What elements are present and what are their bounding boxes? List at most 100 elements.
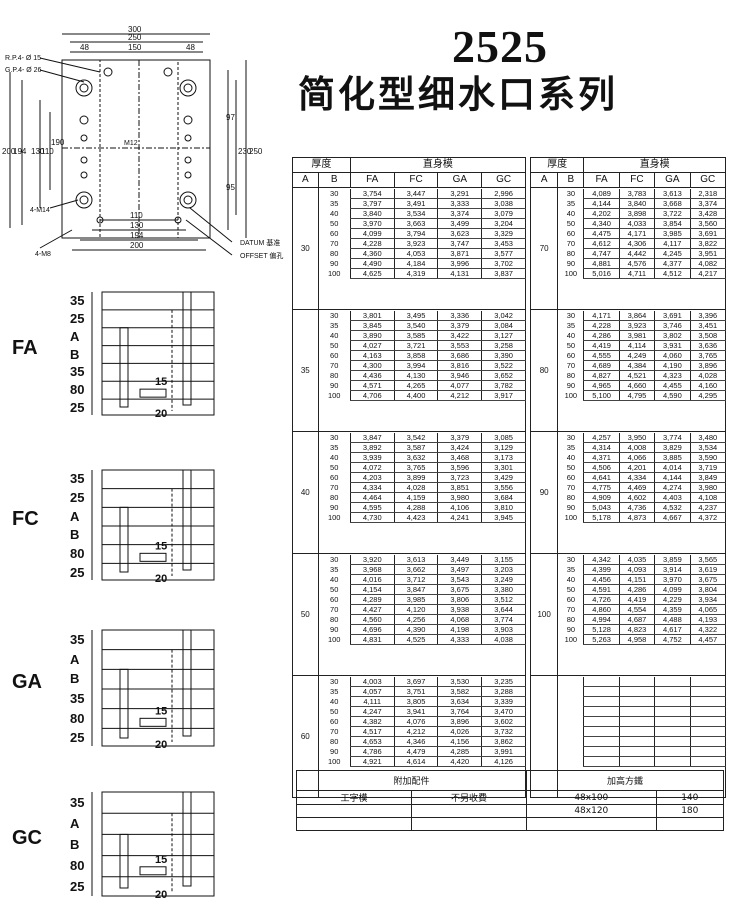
thickness-b: 70 bbox=[557, 360, 584, 371]
price-cell: 4,286 bbox=[583, 330, 620, 341]
price-cell: 4,555 bbox=[583, 350, 620, 361]
mold-dim-label: B bbox=[70, 837, 80, 852]
price-cell: 3,499 bbox=[437, 218, 482, 229]
price-cell: 3,896 bbox=[437, 716, 482, 727]
price-cell: 4,602 bbox=[618, 492, 655, 503]
price-cell: 4,198 bbox=[437, 624, 482, 635]
thickness-b: 80 bbox=[557, 248, 584, 259]
price-cell: 3,582 bbox=[437, 686, 482, 697]
price-cell: 3,923 bbox=[393, 238, 438, 249]
price-cell: 4,193 bbox=[689, 614, 726, 625]
price-cell: 3,981 bbox=[618, 330, 655, 341]
price-cell: 3,920 bbox=[349, 555, 395, 565]
price-cell: 3,173 bbox=[481, 452, 526, 463]
thickness-b: 50 bbox=[557, 462, 584, 473]
price-cell: 4,131 bbox=[437, 268, 482, 279]
mold-name: GA bbox=[12, 671, 42, 693]
price-cell: 4,436 bbox=[349, 370, 395, 381]
mold-dim-label: 80 bbox=[70, 710, 85, 726]
thickness-b: 90 bbox=[557, 380, 584, 391]
price-cell: 3,613 bbox=[654, 189, 691, 199]
price-cell: 4,612 bbox=[583, 238, 620, 249]
thickness-b: 70 bbox=[317, 360, 351, 371]
price-cell: 3,675 bbox=[437, 584, 482, 595]
price-cell: 3,684 bbox=[481, 492, 526, 503]
thickness-b: 100 bbox=[557, 390, 584, 401]
price-cell bbox=[689, 756, 726, 767]
svg-text:4-M14: 4-M14 bbox=[30, 207, 50, 214]
price-cell: 3,946 bbox=[437, 370, 482, 381]
series-number: 2525 bbox=[452, 21, 548, 72]
hdr-gc: GC bbox=[689, 172, 726, 188]
mold-dim-label: 25 bbox=[70, 564, 85, 580]
price-cell: 3,449 bbox=[437, 555, 482, 565]
pin-dim: 15 bbox=[155, 540, 167, 552]
price-cell bbox=[583, 756, 620, 767]
svg-text:194: 194 bbox=[130, 231, 144, 240]
thickness-b: 35 bbox=[557, 442, 584, 453]
svg-text:110: 110 bbox=[130, 211, 143, 220]
price-cell: 4,457 bbox=[689, 634, 726, 645]
price-cell: 4,372 bbox=[689, 512, 726, 523]
price-cell: 3,129 bbox=[481, 442, 526, 453]
thickness-b: 50 bbox=[317, 584, 351, 595]
price-cell: 5,043 bbox=[583, 502, 620, 513]
thickness-b bbox=[557, 716, 584, 727]
price-cell: 3,235 bbox=[481, 677, 526, 687]
price-cell: 5,128 bbox=[583, 624, 620, 635]
price-cell: 4,775 bbox=[583, 482, 620, 493]
thickness-b: 60 bbox=[317, 472, 351, 483]
price-cell: 3,810 bbox=[481, 502, 526, 513]
price-cell: 3,722 bbox=[654, 208, 691, 219]
thickness-b: 90 bbox=[317, 380, 351, 391]
price-cell: 4,595 bbox=[349, 502, 395, 513]
svg-text:250: 250 bbox=[128, 33, 142, 42]
price-cell: 4,382 bbox=[349, 716, 395, 727]
price-cell: 3,890 bbox=[349, 330, 395, 341]
acc-height: 180 bbox=[655, 804, 725, 818]
price-cell: 4,027 bbox=[349, 340, 395, 351]
price-cell: 3,508 bbox=[689, 330, 726, 341]
hdr-body: 直身模 bbox=[349, 157, 526, 173]
price-cell: 4,319 bbox=[393, 268, 438, 279]
price-cell: 3,560 bbox=[689, 218, 726, 229]
price-cell: 4,028 bbox=[393, 482, 438, 493]
price-cell: 3,712 bbox=[393, 574, 438, 585]
mold-dim-label: A bbox=[70, 651, 80, 667]
thickness-b: 50 bbox=[317, 706, 351, 717]
thickness-b: 40 bbox=[317, 330, 351, 341]
price-cell bbox=[618, 696, 655, 707]
svg-text:97: 97 bbox=[226, 113, 235, 122]
price-cell: 4,126 bbox=[481, 756, 526, 767]
hdr-thickness: 厚度 bbox=[292, 157, 351, 173]
price-cell: 4,687 bbox=[618, 614, 655, 625]
price-cell bbox=[654, 726, 691, 737]
price-cell: 3,845 bbox=[349, 320, 395, 331]
hdr-fa: FA bbox=[349, 172, 395, 188]
price-cell: 4,359 bbox=[654, 604, 691, 615]
price-cell: 3,512 bbox=[481, 594, 526, 605]
price-cell: 3,914 bbox=[654, 564, 691, 575]
price-cell: 4,340 bbox=[583, 218, 620, 229]
price-cell: 4,114 bbox=[618, 340, 655, 351]
price-cell: 3,903 bbox=[481, 624, 526, 635]
plan-drawing: 300 250 150 48 48 200 194 130 110 190 97… bbox=[2, 25, 283, 260]
price-cell: 3,980 bbox=[689, 482, 726, 493]
price-cell: 3,084 bbox=[481, 320, 526, 331]
thickness-b: 60 bbox=[557, 594, 584, 605]
price-cell: 4,786 bbox=[349, 746, 395, 757]
thickness-a: 40 bbox=[292, 431, 319, 554]
thickness-b: 70 bbox=[557, 238, 584, 249]
price-cell bbox=[618, 686, 655, 697]
thickness-b: 30 bbox=[557, 311, 584, 321]
price-cell: 4,156 bbox=[437, 736, 482, 747]
mold-dim-label: 25 bbox=[70, 310, 85, 326]
price-cell: 4,827 bbox=[583, 370, 620, 381]
mold-dim-label: 25 bbox=[70, 730, 85, 746]
price-cell: 3,691 bbox=[689, 228, 726, 239]
price-cell: 3,374 bbox=[689, 198, 726, 209]
price-cell: 4,442 bbox=[618, 248, 655, 259]
mold-dim-label: 35 bbox=[70, 471, 85, 487]
